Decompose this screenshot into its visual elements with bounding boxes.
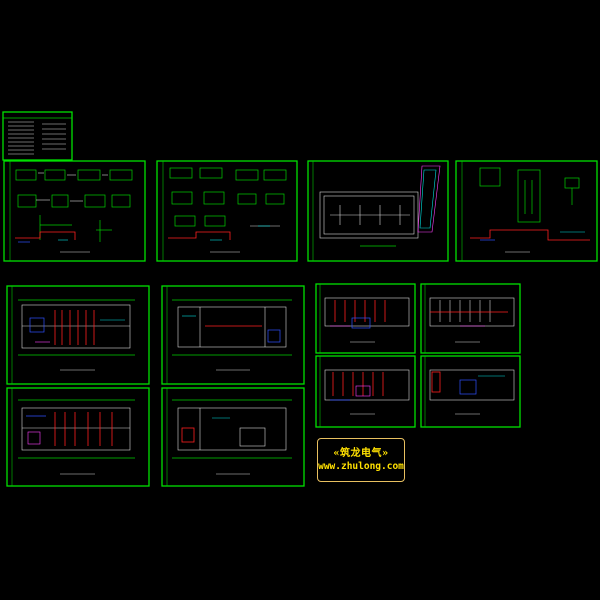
sheet-floor-plan-3: [6, 387, 150, 487]
sheet-floor-plan-2: [161, 285, 305, 385]
watermark-title: «筑龙电气»: [333, 448, 389, 459]
sheet-floor-plan-7: [315, 355, 416, 428]
sheet-drawing-index: [2, 111, 73, 161]
sheet-distribution-system-3: [455, 160, 598, 262]
sheet-site-lighting-plan: [307, 160, 449, 262]
sheet-floor-plan-5: [315, 283, 416, 354]
sheet-distribution-system-2: [156, 160, 298, 262]
sheet-distribution-system-1: [3, 160, 146, 262]
watermark-url: www.zhulong.com: [318, 461, 404, 472]
sheet-floor-plan-6: [420, 283, 521, 354]
sheet-floor-plan-8: [420, 355, 521, 428]
sheet-floor-plan-4: [161, 387, 305, 487]
watermark-stamp: «筑龙电气» www.zhulong.com: [317, 438, 405, 482]
sheet-floor-plan-1: [6, 285, 150, 385]
